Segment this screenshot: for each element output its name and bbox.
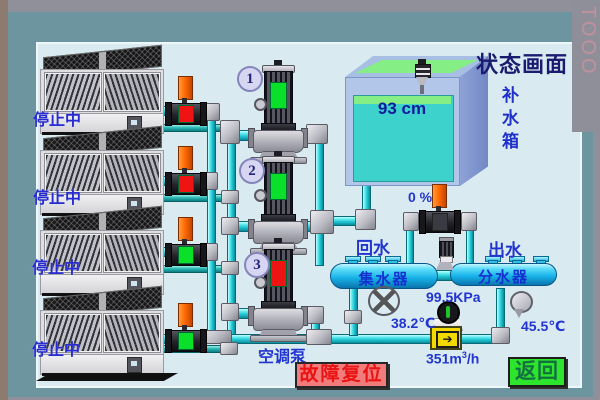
elbow-fitting	[306, 124, 328, 144]
tee-fitting	[344, 310, 362, 324]
supply-water-label: 出水	[488, 241, 522, 260]
tee-fitting	[306, 329, 332, 345]
elbow-fitting	[220, 342, 238, 355]
chiller-status-2: 停止中	[33, 190, 82, 207]
chiller-status-3: 停止中	[32, 260, 81, 277]
valve-actuator	[178, 76, 193, 100]
pump-volute	[253, 308, 304, 331]
collector-manifold[interactable]: 集水器	[330, 263, 438, 289]
return-temp-value: 38.2℃	[391, 315, 436, 331]
valve-status-indicator	[178, 332, 194, 350]
left-border-strip	[0, 0, 8, 400]
tee-fitting	[221, 303, 239, 321]
valve-status-indicator	[178, 105, 194, 123]
valve-actuator	[178, 303, 193, 327]
pump-status-indicator	[270, 173, 287, 200]
flow-meter[interactable]: ➔	[430, 326, 462, 350]
return-water-label: 回水	[356, 239, 390, 258]
coil-grille	[40, 150, 164, 196]
level-sensor-stem	[420, 85, 424, 94]
elbow-fitting	[491, 327, 510, 344]
pipe-header-c	[315, 128, 324, 266]
chiller-status-1: 停止中	[33, 112, 82, 129]
distributor-manifold[interactable]: 分水器	[450, 263, 557, 286]
chiller-shadow	[36, 373, 178, 381]
tee-fitting	[221, 217, 239, 235]
chiller-status-4: 停止中	[32, 342, 81, 359]
bypass-opening-value: 0 %	[408, 189, 433, 205]
pump-1[interactable]	[248, 60, 308, 164]
valve-status-indicator	[432, 213, 448, 231]
tee-fitting	[221, 190, 239, 204]
level-sensor-cone	[416, 77, 428, 85]
flow-arrow-icon: ➔	[436, 331, 459, 348]
tank-side-face	[460, 56, 488, 186]
makeup-pump-band	[440, 256, 453, 263]
pump-2[interactable]	[248, 151, 308, 255]
drain-valve-icon[interactable]	[368, 286, 400, 316]
cross-fitting	[310, 210, 334, 234]
pipe-bypass-right-drop	[466, 228, 474, 265]
chiller-valve-2[interactable]	[165, 146, 207, 196]
watermark-text: TOOO	[577, 6, 599, 77]
pump-number-1: 1	[237, 66, 263, 92]
bypass-valve[interactable]	[419, 184, 461, 234]
pump-status-indicator	[270, 82, 287, 109]
elbow-fitting	[461, 212, 477, 231]
distributor-label: 分水器	[477, 269, 529, 286]
tank-level-value: 93 cm	[377, 99, 427, 118]
page-title: 状态画面	[476, 52, 569, 77]
valve-status-indicator	[178, 246, 194, 264]
chiller-valve-1[interactable]	[165, 76, 207, 126]
pump-number-2: 2	[239, 158, 265, 184]
tee-fitting	[220, 120, 240, 144]
chiller-unit-4[interactable]	[40, 285, 164, 376]
drain-plug	[254, 189, 267, 202]
makeup-pump-base	[436, 262, 454, 270]
pump-3[interactable]	[248, 238, 308, 342]
elbow-fitting	[403, 212, 419, 231]
coil-grille	[40, 230, 164, 276]
chiller-unit-1[interactable]	[40, 44, 164, 135]
tank-airgap	[354, 96, 451, 104]
valve-status-indicator	[178, 175, 194, 193]
tee-fitting	[221, 261, 239, 275]
valve-actuator	[178, 217, 193, 241]
tank-water	[353, 95, 454, 182]
valve-actuator	[178, 146, 193, 170]
fault-reset-button[interactable]: 故障复位	[295, 362, 388, 388]
pump-number-3: 3	[244, 252, 270, 278]
pump-group-label: 空调泵	[258, 349, 307, 366]
drain-plug	[254, 98, 267, 111]
collector-label: 集水器	[358, 271, 410, 288]
pressure-gauge-icon	[437, 301, 460, 324]
level-sensor-body	[415, 64, 431, 78]
supply-temp-sensor-tip	[514, 309, 524, 318]
elbow-fitting	[355, 209, 376, 230]
pipe-header-a	[207, 111, 216, 338]
supply-temp-value: 45.5℃	[521, 318, 566, 334]
chiller-valve-3[interactable]	[165, 217, 207, 267]
back-button[interactable]: 返回	[508, 357, 566, 387]
tank-label: 补水箱	[499, 86, 518, 155]
flow-value: 351m3/h	[426, 350, 480, 367]
pump-status-indicator	[270, 260, 287, 287]
watermark-box	[572, 0, 600, 132]
pipe-bypass-left-drop	[406, 228, 414, 265]
control-box	[127, 357, 142, 373]
pump-volute	[253, 130, 304, 153]
valve-actuator	[432, 184, 447, 208]
level-sensor-icon	[418, 59, 426, 64]
pressure-value: 99.5KPa	[426, 289, 481, 305]
chiller-valve-4[interactable]	[165, 303, 207, 353]
